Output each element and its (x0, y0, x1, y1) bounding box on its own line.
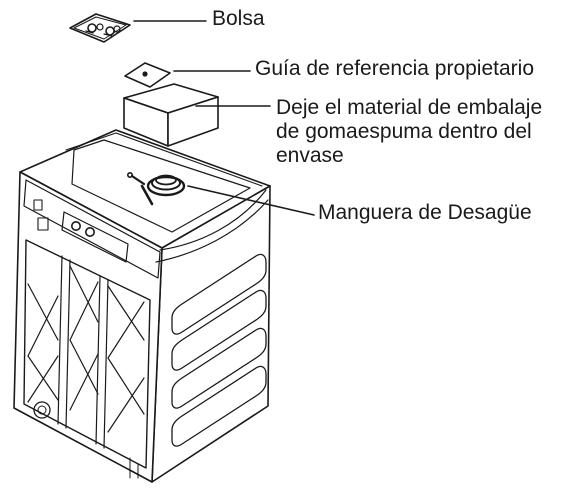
foam-block-illustration (123, 83, 219, 147)
foam-packaging-label-line3: envase (276, 144, 344, 167)
washer-cabinet-illustration (13, 129, 271, 483)
manguera-leader-line (187, 185, 315, 216)
manguera-label: Manguera de Desagüe (318, 201, 532, 224)
guide-sheet-illustration (124, 62, 171, 88)
foam-packaging-label: Deje el material de embalaje de gomaespu… (276, 96, 542, 168)
bag-illustration (69, 13, 131, 43)
guia-label: Guía de referencia propietario (255, 57, 534, 80)
foam-packaging-label-line1: Deje el material de embalaje (276, 96, 543, 119)
drain-hose-illustration (127, 172, 186, 206)
bolsa-label: Bolsa (212, 7, 265, 30)
foam-packaging-label-line2: de gomaespuma dentro del (276, 120, 532, 143)
